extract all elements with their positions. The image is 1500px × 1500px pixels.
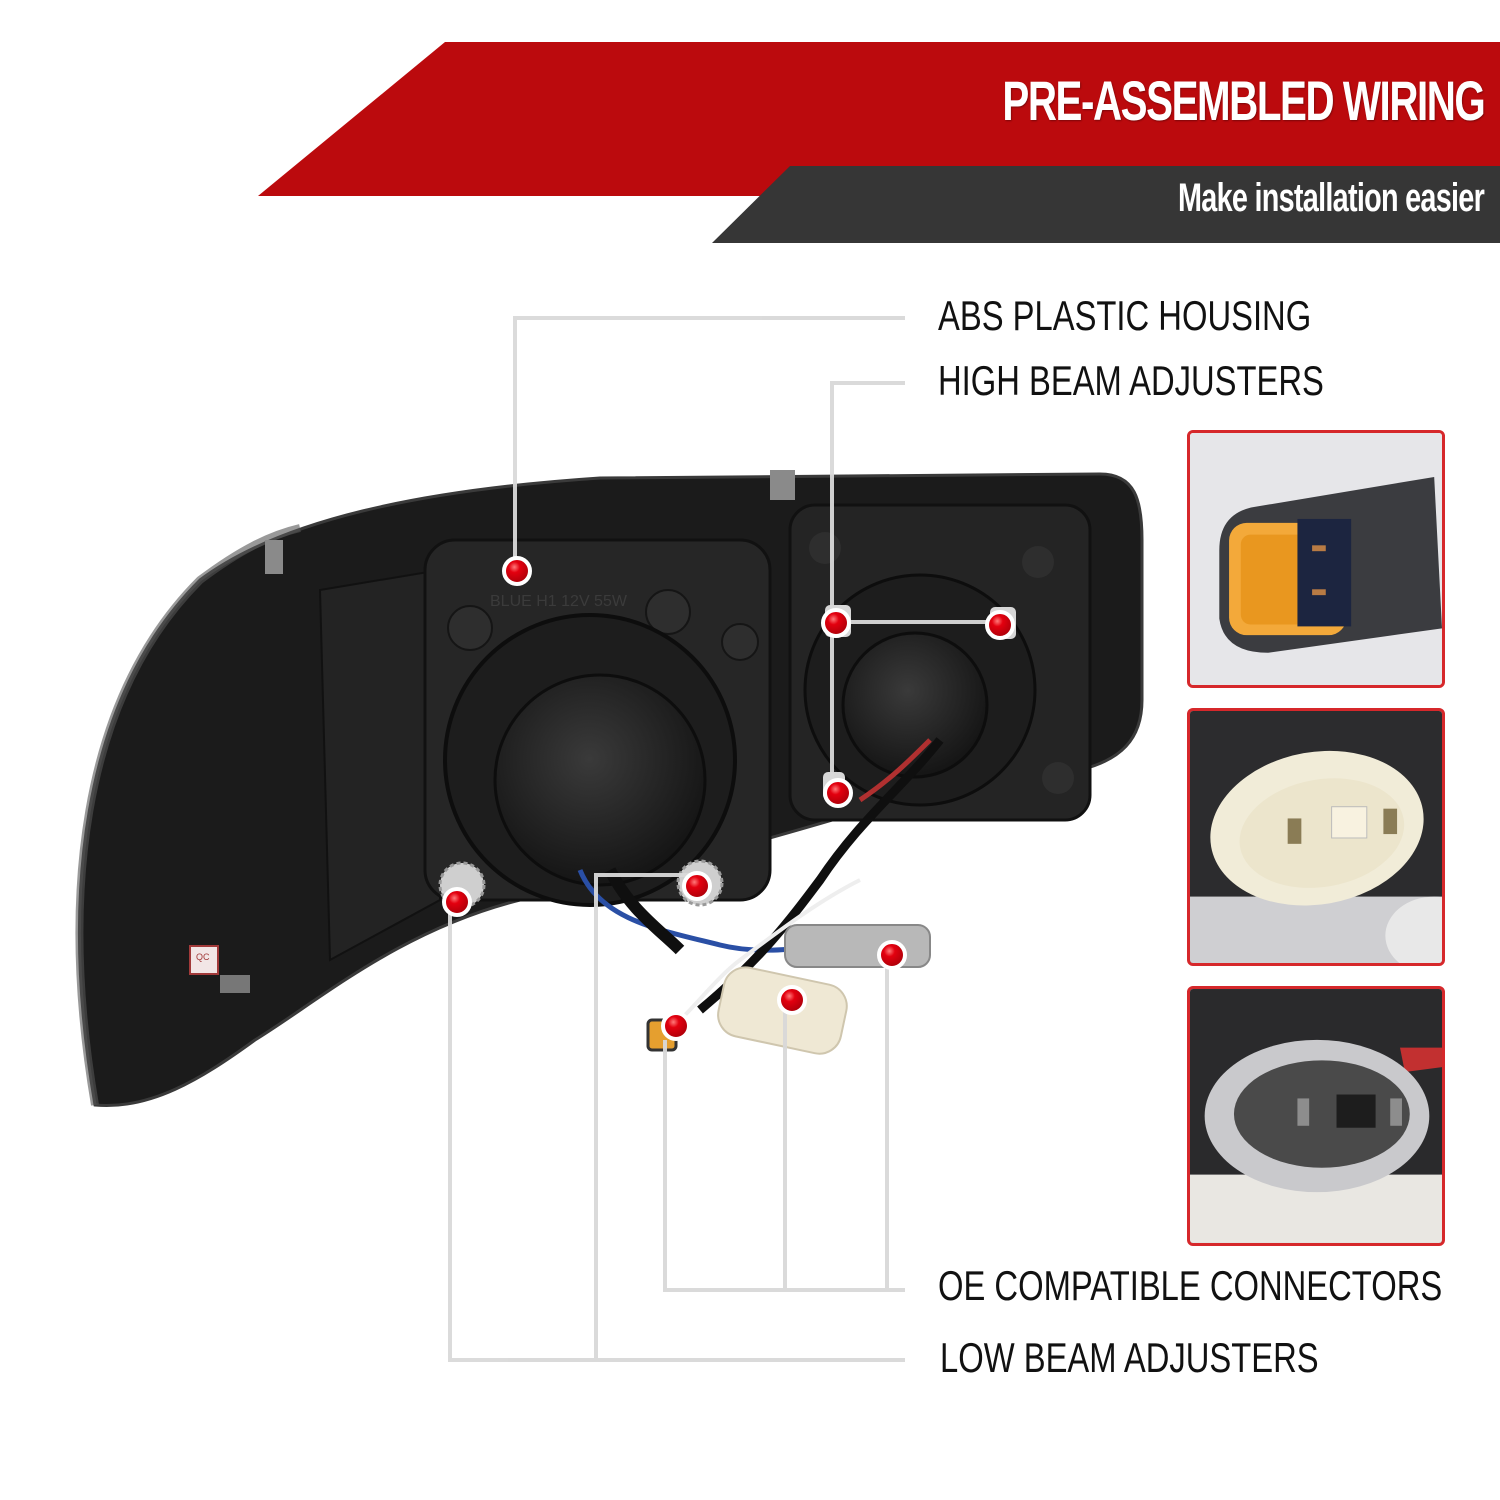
low-beam-cap [493,673,707,887]
low-beam-line-2 [594,873,695,1360]
wire-black-2 [604,867,685,955]
label-oe-compatible-connectors: OE COMPATIBLE CONNECTORS [938,1262,1443,1309]
marker-dot [877,940,907,970]
gray-connector-product [784,924,931,968]
low-beam-line [448,900,905,1362]
yellow-connector-photo [1190,433,1442,685]
lens-edge [75,524,301,1106]
marker-dot [823,778,853,808]
marker-dot [661,1011,691,1041]
qc-sticker [189,945,219,975]
label-abs-plastic-housing: ABS PLASTIC HOUSING [938,292,1312,339]
page-title: PRE-ASSEMBLED WIRING [1002,69,1485,132]
marker-dot [821,608,851,638]
thumbnail-gray-connector [1187,986,1445,1246]
callout-lines [448,316,1000,1362]
marker-dot [682,871,712,901]
gray-connector-photo [1190,989,1442,1243]
high-beam-line [830,381,905,795]
thumbnail-cream-connector [1187,708,1445,966]
marker-dot [985,610,1015,640]
wire-black-1 [697,737,944,1014]
callout-markers [442,556,1015,1041]
label-low-beam-adjusters: LOW BEAM ADJUSTERS [940,1334,1319,1381]
wire-white [683,878,861,1017]
abs-housing-line [513,316,905,570]
high-beam-cap [841,631,989,779]
marker-dot [777,985,807,1015]
embossed-text: BLUE H1 12V 55W [490,593,628,610]
cream-connector-photo [1190,711,1442,963]
svg-text:QC: QC [196,952,210,962]
wire-red [858,738,932,803]
back-panel [318,568,441,962]
page-subtitle: Make installation easier [1177,176,1485,220]
oe-connector-line [663,1040,905,1292]
thumbnail-yellow-connector [1187,430,1445,688]
marker-dot [442,887,472,917]
marker-dot [502,556,532,586]
label-high-beam-adjusters: HIGH BEAM ADJUSTERS [938,357,1324,404]
